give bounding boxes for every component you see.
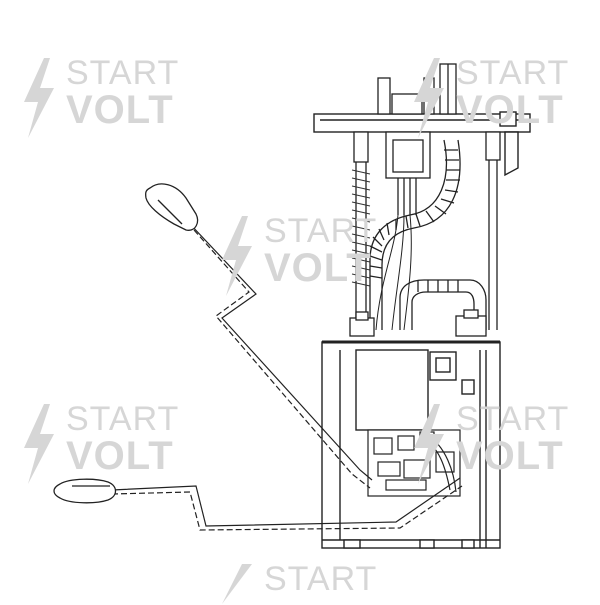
watermark-line2: VOLT [66, 434, 174, 478]
lightning-bolt-icon [414, 404, 444, 484]
watermark-bottom-center: START [218, 560, 378, 604]
watermark-line1: START [264, 560, 378, 598]
electrical-connector [385, 131, 431, 215]
watermark-line2: VOLT [66, 88, 174, 132]
retaining-clips [349, 309, 487, 337]
level-sender-unit [367, 429, 461, 497]
watermark-top-left: START VOLT [20, 54, 180, 138]
lower-float-arm [111, 477, 463, 531]
spring [351, 169, 371, 287]
lightning-bolt-icon [222, 564, 252, 604]
wiring [375, 214, 412, 331]
watermark-line2: VOLT [456, 434, 564, 478]
corrugated-hose [369, 139, 461, 330]
watermark-top-right: START VOLT [410, 54, 570, 138]
watermark-line2: VOLT [264, 246, 372, 290]
watermark-line1: START [456, 54, 570, 92]
watermark-line1: START [264, 212, 378, 250]
watermark-line1: START [456, 400, 570, 438]
top-connector [377, 63, 457, 115]
guide-rods [353, 131, 501, 330]
watermark-line1: START [66, 400, 180, 438]
lightning-bolt-icon [414, 58, 444, 138]
watermark-center: START VOLT [218, 212, 378, 296]
reservoir-bucket [321, 340, 501, 549]
lightning-bolt-icon [24, 58, 54, 138]
lightning-bolt-icon [24, 404, 54, 484]
top-flange [313, 111, 531, 177]
watermark-bottom-right: START VOLT [410, 400, 570, 484]
watermark-line2: VOLT [456, 88, 564, 132]
lower-float [53, 478, 117, 504]
upper-float [144, 183, 199, 231]
watermark-line1: START [66, 54, 180, 92]
watermark-bottom-left: START VOLT [20, 400, 180, 484]
lightning-bolt-icon [222, 216, 252, 296]
